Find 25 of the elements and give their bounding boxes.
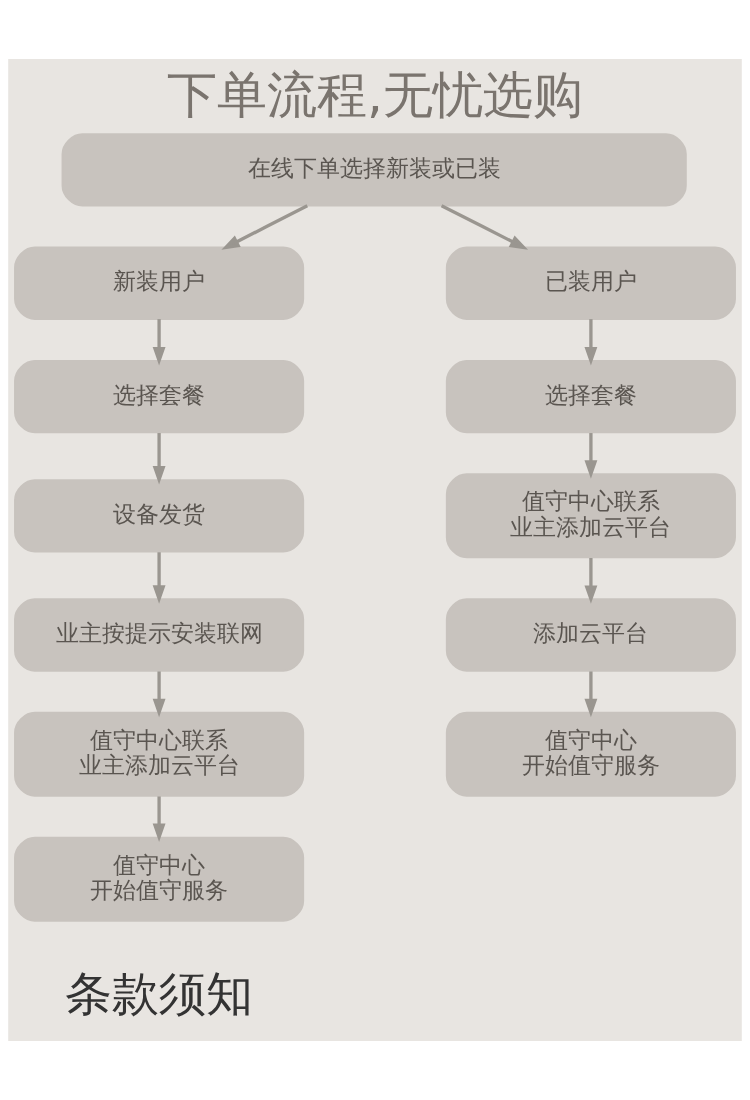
node-box: 新装用户 <box>14 246 305 320</box>
arrow <box>152 671 166 718</box>
node-box: 值守中心开始值守服务 <box>445 711 736 797</box>
node-box: 值守中心联系业主添加云平台 <box>445 473 736 559</box>
arrow <box>584 433 598 479</box>
diagram-title: 下单流程,无忧选购 <box>167 66 583 125</box>
arrow <box>584 671 598 718</box>
node-box: 值守中心联系业主添加云平台 <box>14 711 305 797</box>
node-box: 设备发货 <box>14 479 305 553</box>
node-box: 已装用户 <box>445 246 736 320</box>
arrow <box>584 558 598 604</box>
arrow <box>152 552 166 604</box>
node-box: 选择套餐 <box>14 359 305 434</box>
arrow <box>440 204 529 250</box>
node-box: 选择套餐 <box>445 359 736 434</box>
node-box: 值守中心开始值守服务 <box>14 836 305 922</box>
arrow <box>152 433 166 485</box>
node-box: 添加云平台 <box>445 598 736 672</box>
arrow <box>584 319 598 366</box>
arrow <box>152 319 166 366</box>
arrow <box>221 204 309 250</box>
node-box: 在线下单选择新装或已装 <box>61 133 687 207</box>
label: 条款须知 <box>65 966 254 1021</box>
arrow <box>152 796 166 842</box>
node-box: 业主按提示安装联网 <box>14 598 305 672</box>
